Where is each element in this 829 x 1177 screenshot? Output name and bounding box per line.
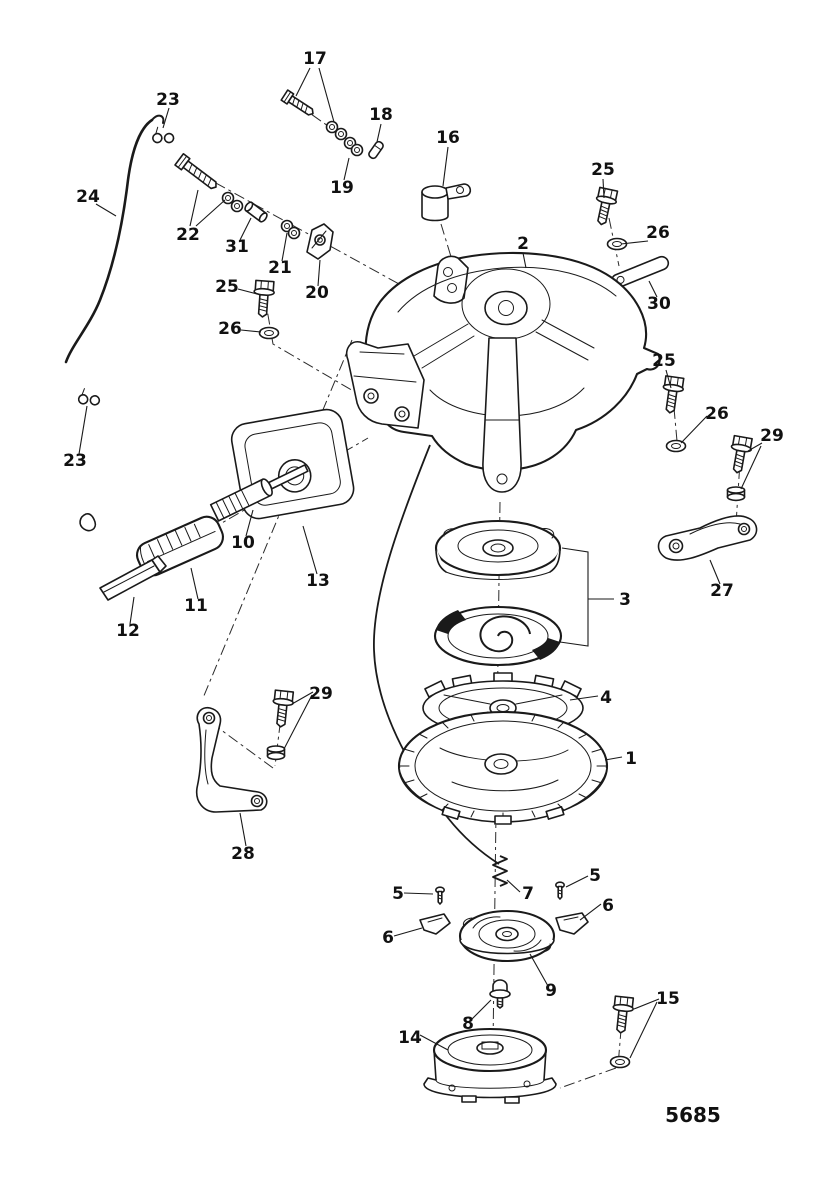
part-19-washer-b <box>350 143 364 157</box>
part-9-ratchet-case <box>458 909 556 963</box>
part-20-bracket <box>306 223 334 260</box>
part-25-bolt-left <box>251 279 276 319</box>
part-25-bolt-mid-right <box>659 374 686 415</box>
part-16-anchor-bracket <box>421 183 472 222</box>
callout-25-mid-right: 25 <box>652 351 676 371</box>
callout-9: 9 <box>545 981 557 1001</box>
part-5-screw-left <box>434 886 446 905</box>
callout-26-left: 26 <box>218 319 242 339</box>
callout-25-top-right: 25 <box>591 160 615 180</box>
callout-8: 8 <box>462 1014 474 1034</box>
axis-lines <box>171 101 742 1089</box>
callout-22: 22 <box>176 225 200 245</box>
callout-17: 17 <box>303 49 327 69</box>
rope-guide-clip <box>79 513 97 532</box>
callout-18: 18 <box>369 105 393 125</box>
callout-23-bottom: 23 <box>63 451 87 471</box>
part-3-recoil-spring <box>433 605 563 667</box>
callout-6-left: 6 <box>382 928 394 948</box>
part-18-pin <box>368 140 384 160</box>
callout-2: 2 <box>517 234 529 254</box>
part-6-pawl-left <box>419 913 451 935</box>
part-15-bolt <box>609 995 636 1035</box>
part-8-screw <box>489 979 511 1009</box>
part-5-screw-right <box>554 881 566 900</box>
part-26-washer-left <box>258 326 280 340</box>
callout-15: 15 <box>656 989 680 1009</box>
callout-29-right: 29 <box>760 426 784 446</box>
callout-29-left: 29 <box>309 684 333 704</box>
callout-16: 16 <box>436 128 460 148</box>
callout-23-top: 23 <box>156 90 180 110</box>
callout-5-right: 5 <box>589 866 601 886</box>
part-2-starter-housing <box>345 251 661 493</box>
callout-4: 4 <box>600 688 612 708</box>
part-22-lockwasher <box>221 191 235 205</box>
callout-6-right: 6 <box>602 896 614 916</box>
callout-27: 27 <box>710 581 734 601</box>
part-21-washer-b <box>287 226 301 240</box>
part-22-washer <box>230 199 244 213</box>
part-26-washer-mid-right <box>665 439 687 453</box>
callout-28: 28 <box>231 844 255 864</box>
callout-11: 11 <box>184 596 208 616</box>
part-17-washer <box>334 127 348 141</box>
callout-3: 3 <box>619 590 631 610</box>
callout-20: 20 <box>305 283 329 303</box>
callout-13: 13 <box>306 571 330 591</box>
callout-26-mid-right: 26 <box>705 404 729 424</box>
part-6-pawl-right <box>555 912 589 935</box>
callout-7: 7 <box>522 884 534 904</box>
part-23-clip-top <box>152 126 175 144</box>
callout-30: 30 <box>647 294 671 314</box>
starter-rope <box>373 444 500 865</box>
callout-31: 31 <box>225 237 249 257</box>
part-29-bolt-left <box>269 689 296 729</box>
part-12-channel <box>99 555 167 601</box>
part-23-clip-bottom <box>77 388 101 406</box>
part-10-shaft-spring <box>209 464 309 522</box>
part-15-washer <box>609 1055 631 1069</box>
part-7-spring <box>492 855 508 887</box>
part-22-screw <box>174 152 217 190</box>
part-27-lever <box>657 515 758 561</box>
part-17-screw <box>280 89 314 116</box>
part-31-spacer <box>244 201 268 223</box>
part-14-rope-cup <box>423 1027 557 1104</box>
part-24-link-rod <box>64 114 165 364</box>
callout-24: 24 <box>76 187 100 207</box>
part-29-bolt-right <box>726 434 754 476</box>
callout-21: 21 <box>268 258 292 278</box>
callout-19: 19 <box>330 178 354 198</box>
part-29-nut-right <box>726 486 746 502</box>
callout-1: 1 <box>625 749 637 769</box>
leader-lines <box>78 67 763 1059</box>
callout-5-left: 5 <box>392 884 404 904</box>
callout-10: 10 <box>231 533 255 553</box>
callout-25-left: 25 <box>215 277 239 297</box>
figure-number: 5685 <box>665 1103 721 1127</box>
callout-12: 12 <box>116 621 140 641</box>
part-1-starter-pulley <box>397 710 609 825</box>
callout-14: 14 <box>398 1028 422 1048</box>
part-25-bolt-top-right <box>590 186 620 228</box>
part-3-sheave-cover <box>434 519 562 580</box>
part-28-lever <box>195 706 268 813</box>
callout-26-top-right: 26 <box>646 223 670 243</box>
part-29-nut-left <box>266 745 286 761</box>
